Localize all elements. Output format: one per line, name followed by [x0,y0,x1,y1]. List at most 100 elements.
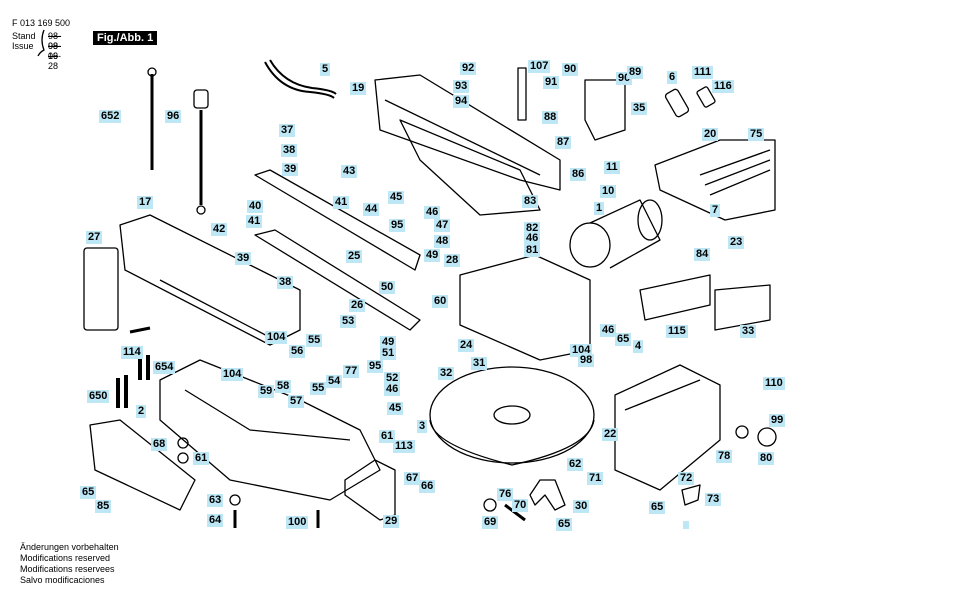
callout-4: 4 [633,340,644,353]
callout-46: 46 [524,232,541,245]
callout-89: 89 [627,66,644,79]
callout-81: 81 [524,244,541,257]
switch-panel-33 [714,284,771,331]
callout-45: 45 [388,191,405,204]
callout-22: 22 [602,428,619,441]
callout-111: 111 [692,66,714,79]
callout-75: 75 [748,128,765,141]
date-brace [37,29,45,57]
callout-65: 65 [649,501,666,514]
callout-61: 61 [193,452,210,465]
callout-31: 31 [471,357,488,370]
callout-3: 3 [417,420,428,433]
callout-70: 70 [512,499,529,512]
callout-58: 58 [275,380,292,393]
figure-label: Fig./Abb. 1 [93,31,158,45]
callout-33: 33 [740,325,757,338]
callout-43: 43 [341,165,358,178]
cover-plate-35 [584,79,626,141]
callout-71: 71 [587,472,604,485]
callout-42: 42 [211,223,228,236]
callout-28: 28 [444,254,461,267]
callout-10: 10 [600,185,617,198]
modification-notice: Änderungen vorbehalten Modifications res… [20,542,119,586]
callout-80: 80 [758,452,775,465]
foot-29 [344,459,396,521]
callout-46: 46 [384,383,401,396]
callout-49: 49 [424,249,441,262]
screw-114 [129,326,151,334]
callout-85: 85 [95,500,112,513]
upper-arm-19 [374,74,561,191]
callout-11: 11 [604,161,620,174]
callout-88: 88 [542,111,559,124]
part-111 [696,86,716,108]
callout-55: 55 [306,334,323,347]
callout-96: 96 [165,110,182,123]
callout-104: 104 [221,368,244,381]
knob-78 [735,425,749,439]
callout-25: 25 [346,250,363,263]
callout-marker [683,521,689,529]
lower-arm-25 [254,169,421,271]
callout-59: 59 [258,385,275,398]
callout-51: 51 [380,347,397,360]
callout-46: 46 [424,206,441,219]
callout-45: 45 [387,402,404,415]
front-cover-85 [89,419,196,511]
callout-104: 104 [570,344,593,357]
nut-61 [177,452,189,464]
callout-39: 39 [235,252,252,265]
callout-99: 99 [769,414,786,427]
switch-panel-84 [639,274,711,321]
knob-73 [681,484,701,506]
callout-29: 29 [383,515,400,528]
callout-67: 67 [404,472,421,485]
nut-69 [483,498,497,512]
callout-84: 84 [694,248,711,261]
side-panel-17 [119,214,301,346]
callout-76: 76 [497,488,514,501]
callout-94: 94 [453,95,470,108]
issue-date: 98-09-28 [48,41,62,71]
callout-44: 44 [363,203,380,216]
callout-91: 91 [543,76,560,89]
callout-41: 41 [333,196,350,209]
callout-61: 61 [379,430,396,443]
callout-38: 38 [277,276,294,289]
callout-30: 30 [573,500,590,513]
callout-48: 48 [434,235,451,248]
callout-37: 37 [279,124,296,137]
notice-de: Änderungen vorbehalten [20,542,119,552]
callout-104: 104 [265,331,288,344]
notice-en: Modifications reserved [20,553,111,563]
callout-90: 90 [562,63,579,76]
callout-65: 65 [556,518,573,531]
callout-110: 110 [763,377,785,390]
part-6 [664,88,690,118]
callout-40: 40 [247,200,264,213]
callout-54: 54 [326,375,343,388]
end-cap-75 [654,139,776,221]
callout-95: 95 [367,360,384,373]
callout-39: 39 [282,163,299,176]
callout-32: 32 [438,367,455,380]
stand-line: Stand 98-09-16 [12,31,61,61]
callout-38: 38 [281,144,298,157]
cable-5 [264,61,335,99]
part-number: F 013 169 500 [12,18,71,28]
callout-83: 83 [522,195,539,208]
callout-652: 652 [99,110,122,123]
blade-guard-107 [517,67,527,121]
callout-115: 115 [666,325,688,338]
lower-arm-26 [254,229,421,331]
callout-7: 7 [710,204,721,217]
callout-17: 17 [137,196,154,209]
callout-55: 55 [310,382,327,395]
callout-35: 35 [631,102,648,115]
callout-57: 57 [288,395,305,408]
callout-66: 66 [419,480,436,493]
callout-19: 19 [350,82,367,95]
